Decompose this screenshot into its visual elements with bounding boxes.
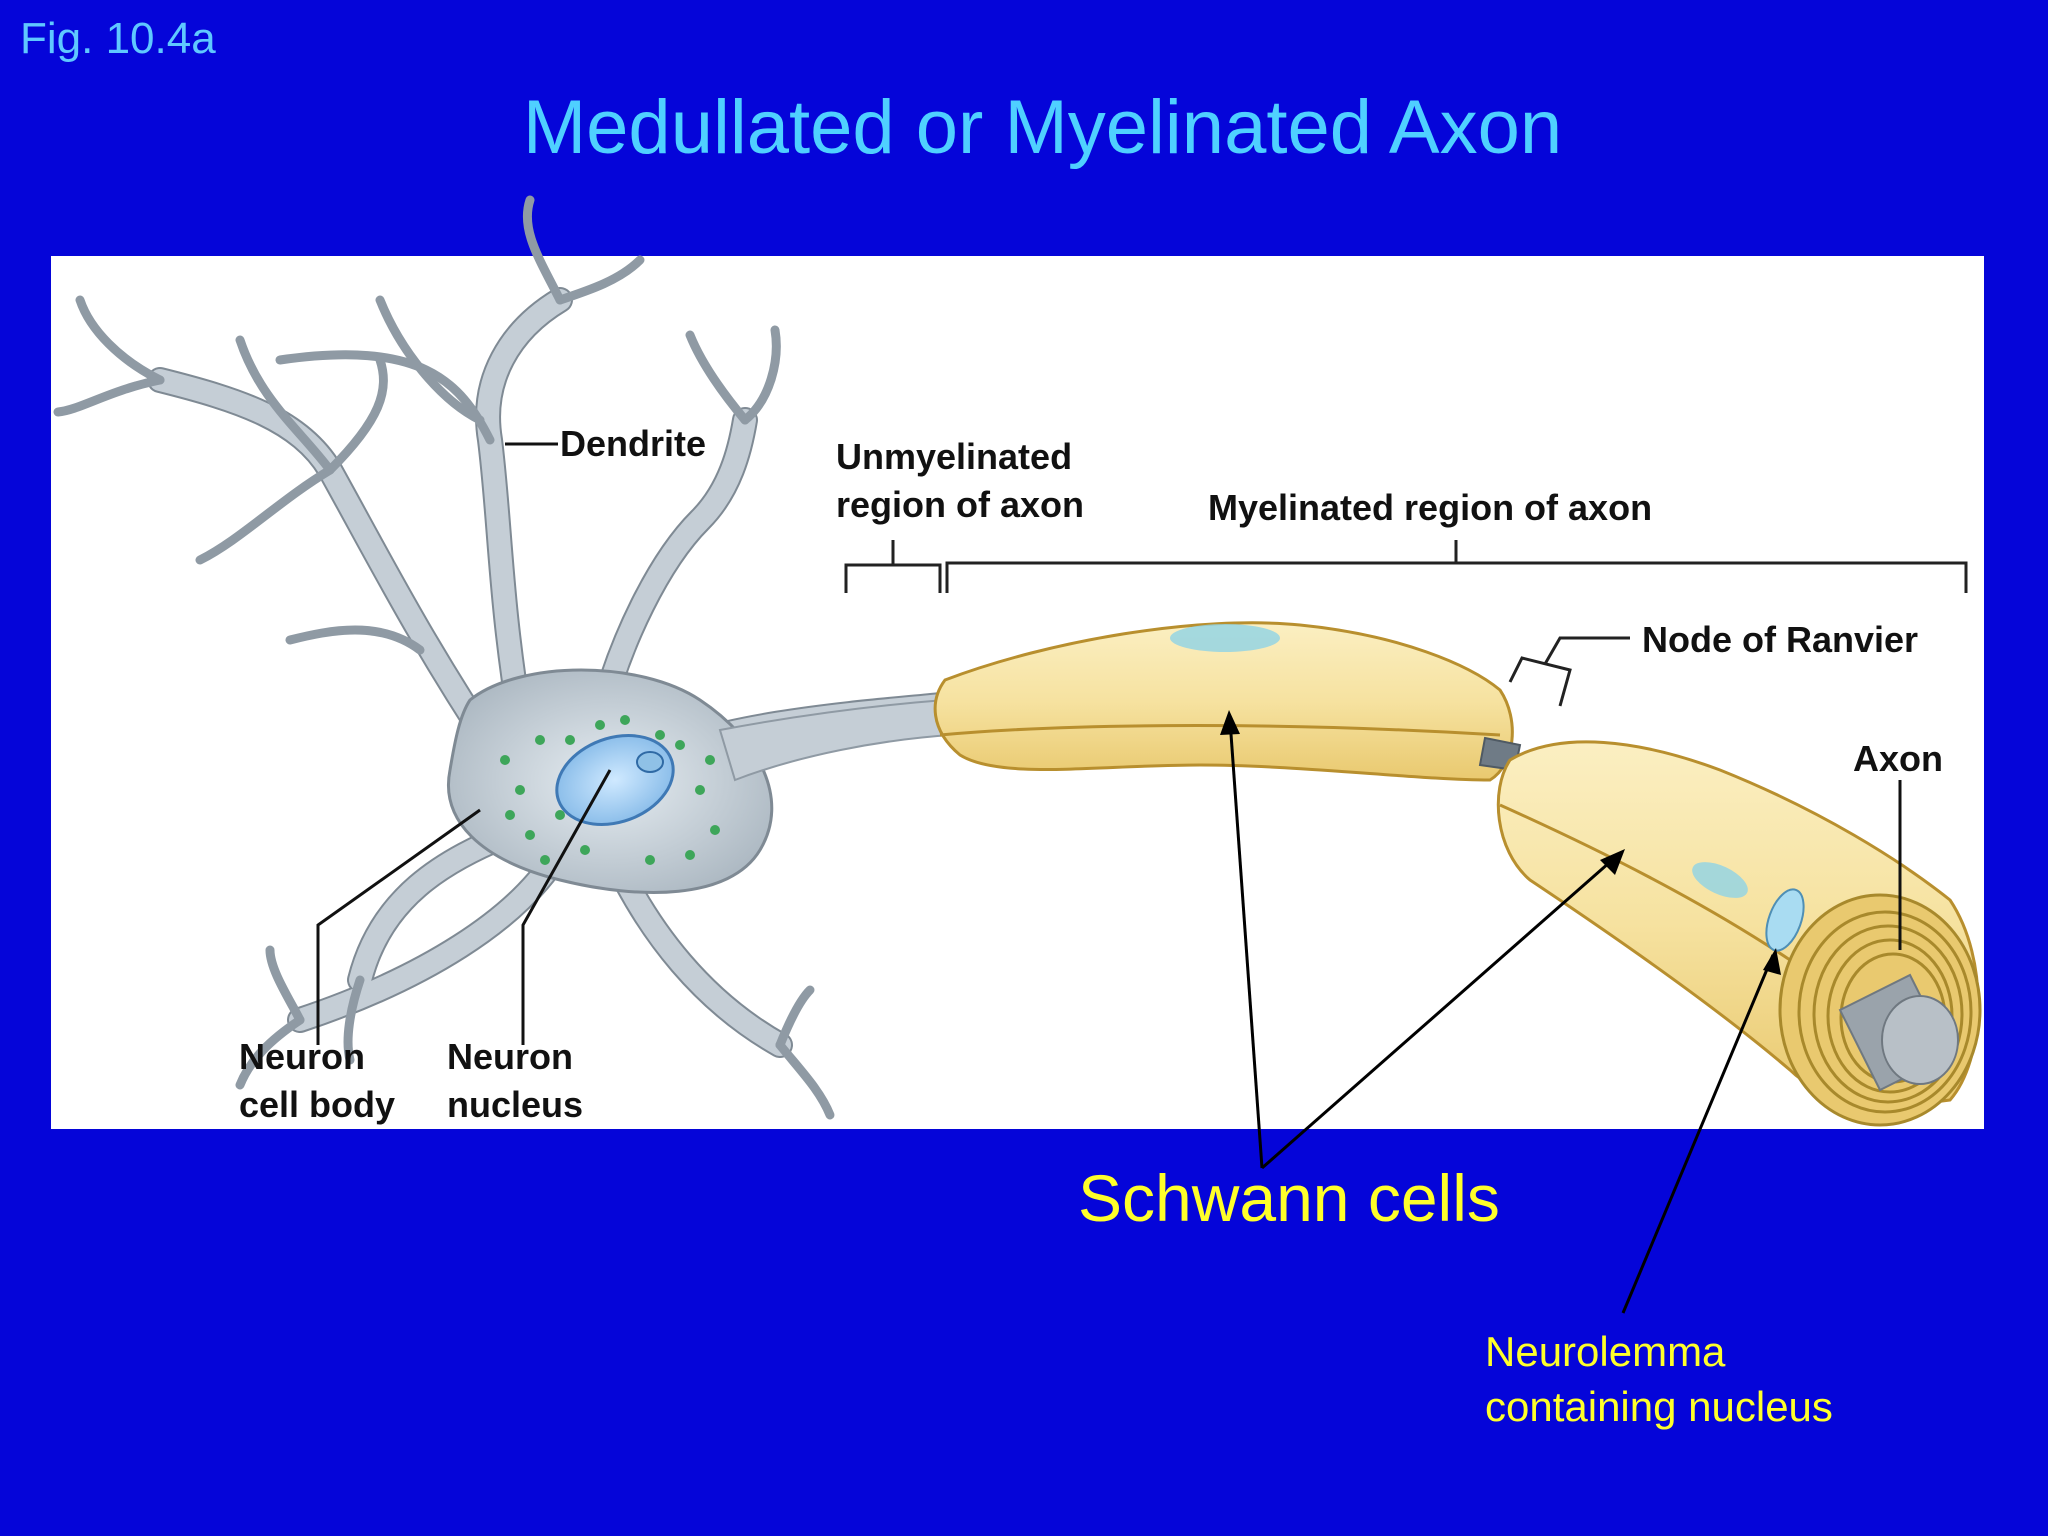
nucleolus [636,751,664,773]
label-myelinated-region: Myelinated region of axon [1208,487,1653,528]
unmyelinated-axon [718,698,952,782]
label-neuron-nucleus: Neuron nucleus [447,1033,583,1129]
page-title: Medullated or Myelinated Axon [522,85,1563,170]
schwann-arrows [1228,719,1775,1314]
axon-cross-section [1838,973,1959,1092]
neurolemma-nucleus [1765,888,1805,952]
label-cell-body-line2: cell body [239,1084,396,1125]
dendrites [53,195,953,1120]
label-cell-body-line1: Neuron [239,1036,365,1077]
callout-neurolemma-line1: Neurolemma [1485,1328,1726,1375]
schwann-cell-1 [933,621,1514,782]
label-unmyelinated-line2: region of axon [836,484,1085,525]
label-node-of-ranvier: Node of Ranvier [1642,619,1919,660]
label-axon: Axon [1853,738,1943,779]
schwann-cell-1-fold [939,724,1501,737]
leader-lines [316,442,1902,1045]
callout-neurolemma: Neurolemma containing nucleus [1485,1324,1833,1434]
label-dendrite: Dendrite [560,423,707,464]
label-unmyelinated-region: Unmyelinated region of axon [836,433,1084,529]
label-nucleus-line2: nucleus [447,1084,584,1125]
label-neuron-cell-body: Neuron cell body [239,1033,395,1129]
callout-neurolemma-line2: containing nucleus [1485,1383,1833,1430]
nissl-granules [500,715,720,865]
figure-label: Fig. 10.4a [20,14,216,63]
label-nucleus-line1: Neuron [447,1036,573,1077]
schwann-nucleus-1 [1170,624,1280,652]
arrowheads [1220,710,1781,975]
brackets [844,540,1968,707]
schwann-nucleus-2 [1692,862,1748,898]
label-unmyelinated-line1: Unmyelinated [836,436,1073,477]
callout-schwann-cells: Schwann cells [1078,1161,1500,1235]
schwann-cell-2-fold [1499,803,1791,962]
